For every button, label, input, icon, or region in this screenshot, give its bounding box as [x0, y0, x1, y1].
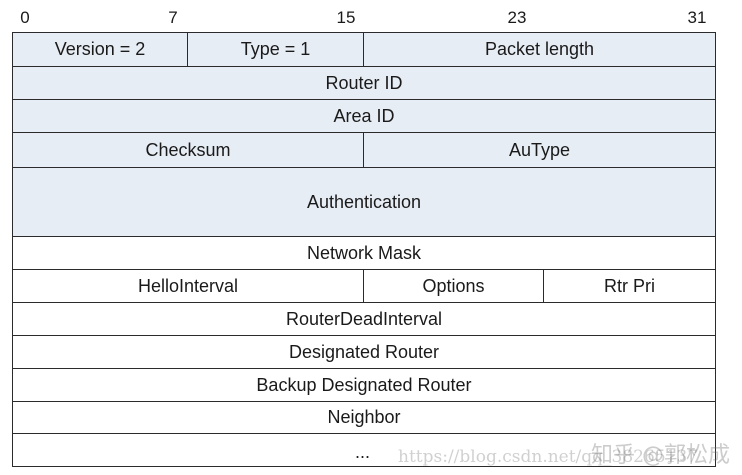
bit-label-0: 0: [20, 8, 30, 27]
router-id-field: Router ID: [12, 66, 716, 100]
checksum-field: Checksum: [12, 132, 364, 168]
router-dead-interval-field: RouterDeadInterval: [12, 302, 716, 336]
area-id-field: Area ID: [12, 99, 716, 133]
hello-interval-field: HelloInterval: [12, 269, 364, 303]
bit-label-23: 23: [507, 8, 527, 27]
type-field: Type = 1: [187, 32, 364, 67]
watermark-url: https://blog.csdn.net/qq_38265137: [398, 447, 699, 467]
network-mask-field: Network Mask: [12, 236, 716, 270]
designated-router-field: Designated Router: [12, 335, 716, 369]
authentication-field: Authentication: [12, 167, 716, 237]
autype-field: AuType: [363, 132, 716, 168]
rtr-pri-field: Rtr Pri: [543, 269, 716, 303]
continuation-row: [12, 433, 716, 467]
bit-label-7: 7: [168, 8, 178, 27]
bit-label-31: 31: [687, 8, 707, 27]
continuation-ellipsis: ...: [355, 442, 371, 462]
bit-label-15: 15: [336, 8, 356, 27]
packet-length-field: Packet length: [363, 32, 716, 67]
watermark-author: 知乎 @郭松成: [591, 443, 730, 468]
neighbor-field: Neighbor: [12, 401, 716, 434]
backup-designated-router-field: Backup Designated Router: [12, 368, 716, 402]
options-field: Options: [363, 269, 544, 303]
version-field: Version = 2: [12, 32, 188, 67]
